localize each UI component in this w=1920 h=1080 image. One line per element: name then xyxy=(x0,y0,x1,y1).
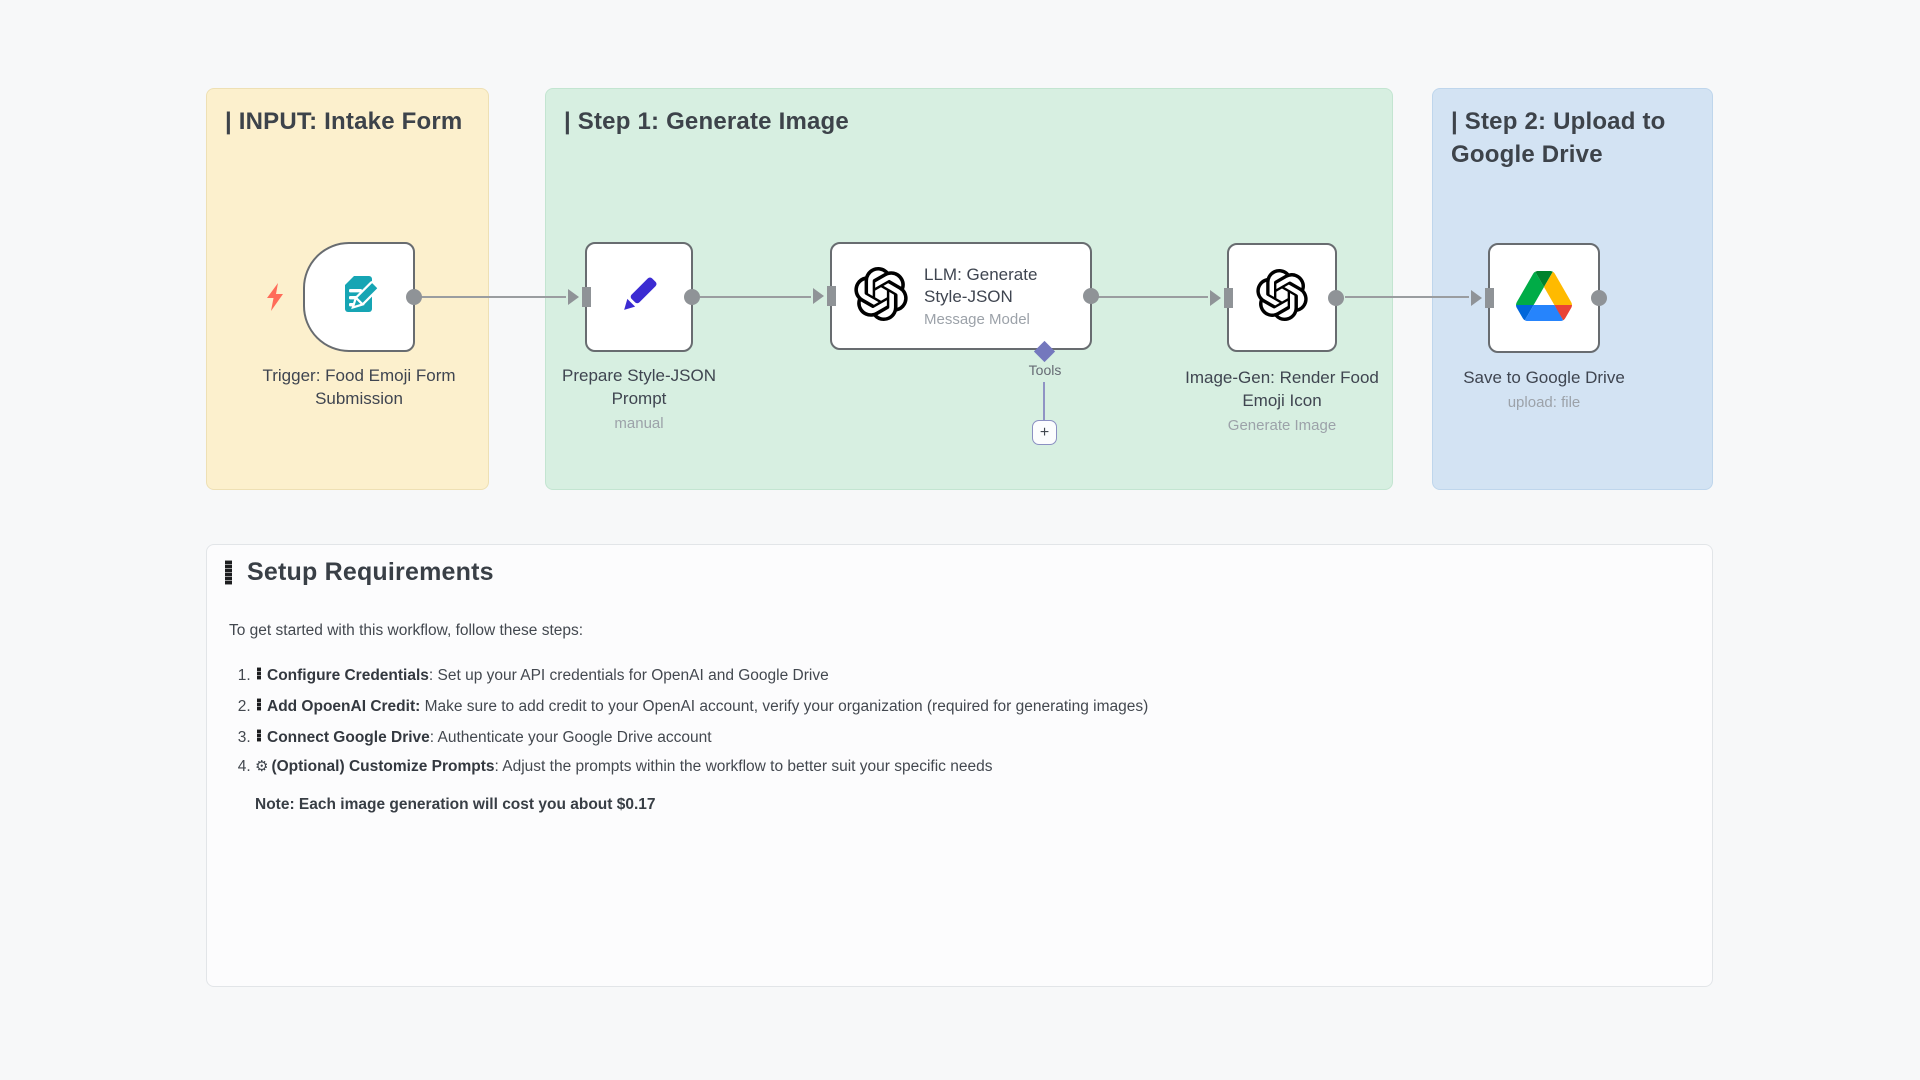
input-port[interactable] xyxy=(1485,288,1494,308)
node-subtitle-drive: upload: file xyxy=(1507,394,1581,411)
sticky-note-title: | INPUT: Intake Form xyxy=(225,108,463,135)
tools-port-label: Tools xyxy=(1028,362,1062,378)
output-port[interactable] xyxy=(1328,289,1344,306)
gear-icon: ⚙ xyxy=(255,758,269,775)
sticky-note-title: | Step 1: Generate Image xyxy=(564,108,849,135)
node-subtitle: Message Model xyxy=(924,311,1030,328)
node-subtitle-prepare: manual xyxy=(614,415,664,432)
output-port[interactable] xyxy=(1591,290,1607,306)
pencil-icon xyxy=(613,269,665,326)
add-tool-button[interactable]: + xyxy=(1032,420,1057,445)
node-form-trigger[interactable] xyxy=(303,242,422,352)
input-port-arrow xyxy=(568,289,579,305)
node-title: LLM: Generate Style-JSON xyxy=(924,265,1038,306)
openai-icon xyxy=(1256,269,1308,326)
input-port-arrow xyxy=(1210,289,1221,306)
setup-steps-list: Configure Credentials: Set up your API c… xyxy=(233,664,1688,777)
sticky-note-title: | Step 2: Upload to Google Drive xyxy=(1451,108,1666,169)
input-port[interactable] xyxy=(582,287,591,307)
connection-llm-to-imagegen[interactable] xyxy=(1098,296,1208,298)
output-port[interactable] xyxy=(406,289,422,305)
input-port[interactable] xyxy=(1224,287,1233,308)
missing-glyph-icon xyxy=(255,726,263,745)
setup-step-4: ⚙(Optional) Customize Prompts: Adjust th… xyxy=(255,757,1688,777)
sticky-note-setup-requirements[interactable]: Setup Requirements To get started with t… xyxy=(206,544,1713,987)
missing-glyph-icon xyxy=(255,664,263,683)
tools-connector-line xyxy=(1043,382,1045,420)
missing-glyph-icon xyxy=(223,557,234,588)
setup-intro-text: To get started with this workflow, follo… xyxy=(229,622,584,639)
connection-prepare-to-llm[interactable] xyxy=(700,296,811,298)
openai-icon xyxy=(854,267,908,326)
node-label-drive: Save to Google Drive upload: file xyxy=(1424,366,1664,414)
missing-glyph-icon xyxy=(255,695,263,714)
node-label-prepare: Prepare Style-JSON Prompt manual xyxy=(544,364,734,435)
node-prepare-style-json[interactable] xyxy=(568,242,700,352)
input-port-arrow xyxy=(813,288,824,304)
form-trigger-icon xyxy=(331,267,387,328)
node-subtitle-imagegen: Generate Image xyxy=(1227,417,1337,434)
google-drive-icon xyxy=(1516,271,1572,326)
node-label-trigger: Trigger: Food Emoji Form Submission xyxy=(262,366,456,408)
node-save-to-google-drive[interactable] xyxy=(1471,243,1607,353)
output-port[interactable] xyxy=(684,289,700,305)
node-llm-generate-style-json[interactable]: LLM: Generate Style-JSON Message Model xyxy=(813,242,1099,350)
connection-imagegen-to-drive[interactable] xyxy=(1345,296,1469,298)
cost-note-text: Note: Each image generation will cost yo… xyxy=(255,796,656,813)
input-port-arrow xyxy=(1471,290,1482,306)
output-port[interactable] xyxy=(1083,288,1099,304)
setup-step-1: Configure Credentials: Set up your API c… xyxy=(255,664,1688,686)
sticky-note-input[interactable]: | INPUT: Intake Form xyxy=(206,88,489,490)
trigger-lightning-icon xyxy=(264,283,286,316)
node-imagegen-render-food-emoji[interactable] xyxy=(1210,243,1344,352)
setup-requirements-title: Setup Requirements xyxy=(247,558,494,586)
setup-step-2: Add OpoenAI Credit: Make sure to add cre… xyxy=(255,695,1688,717)
input-port[interactable] xyxy=(827,286,836,306)
connection-trigger-to-prepare[interactable] xyxy=(421,296,566,298)
setup-step-3: Connect Google Drive: Authenticate your … xyxy=(255,726,1688,748)
node-label-imagegen: Image-Gen: Render Food Emoji Icon Genera… xyxy=(1167,366,1397,437)
